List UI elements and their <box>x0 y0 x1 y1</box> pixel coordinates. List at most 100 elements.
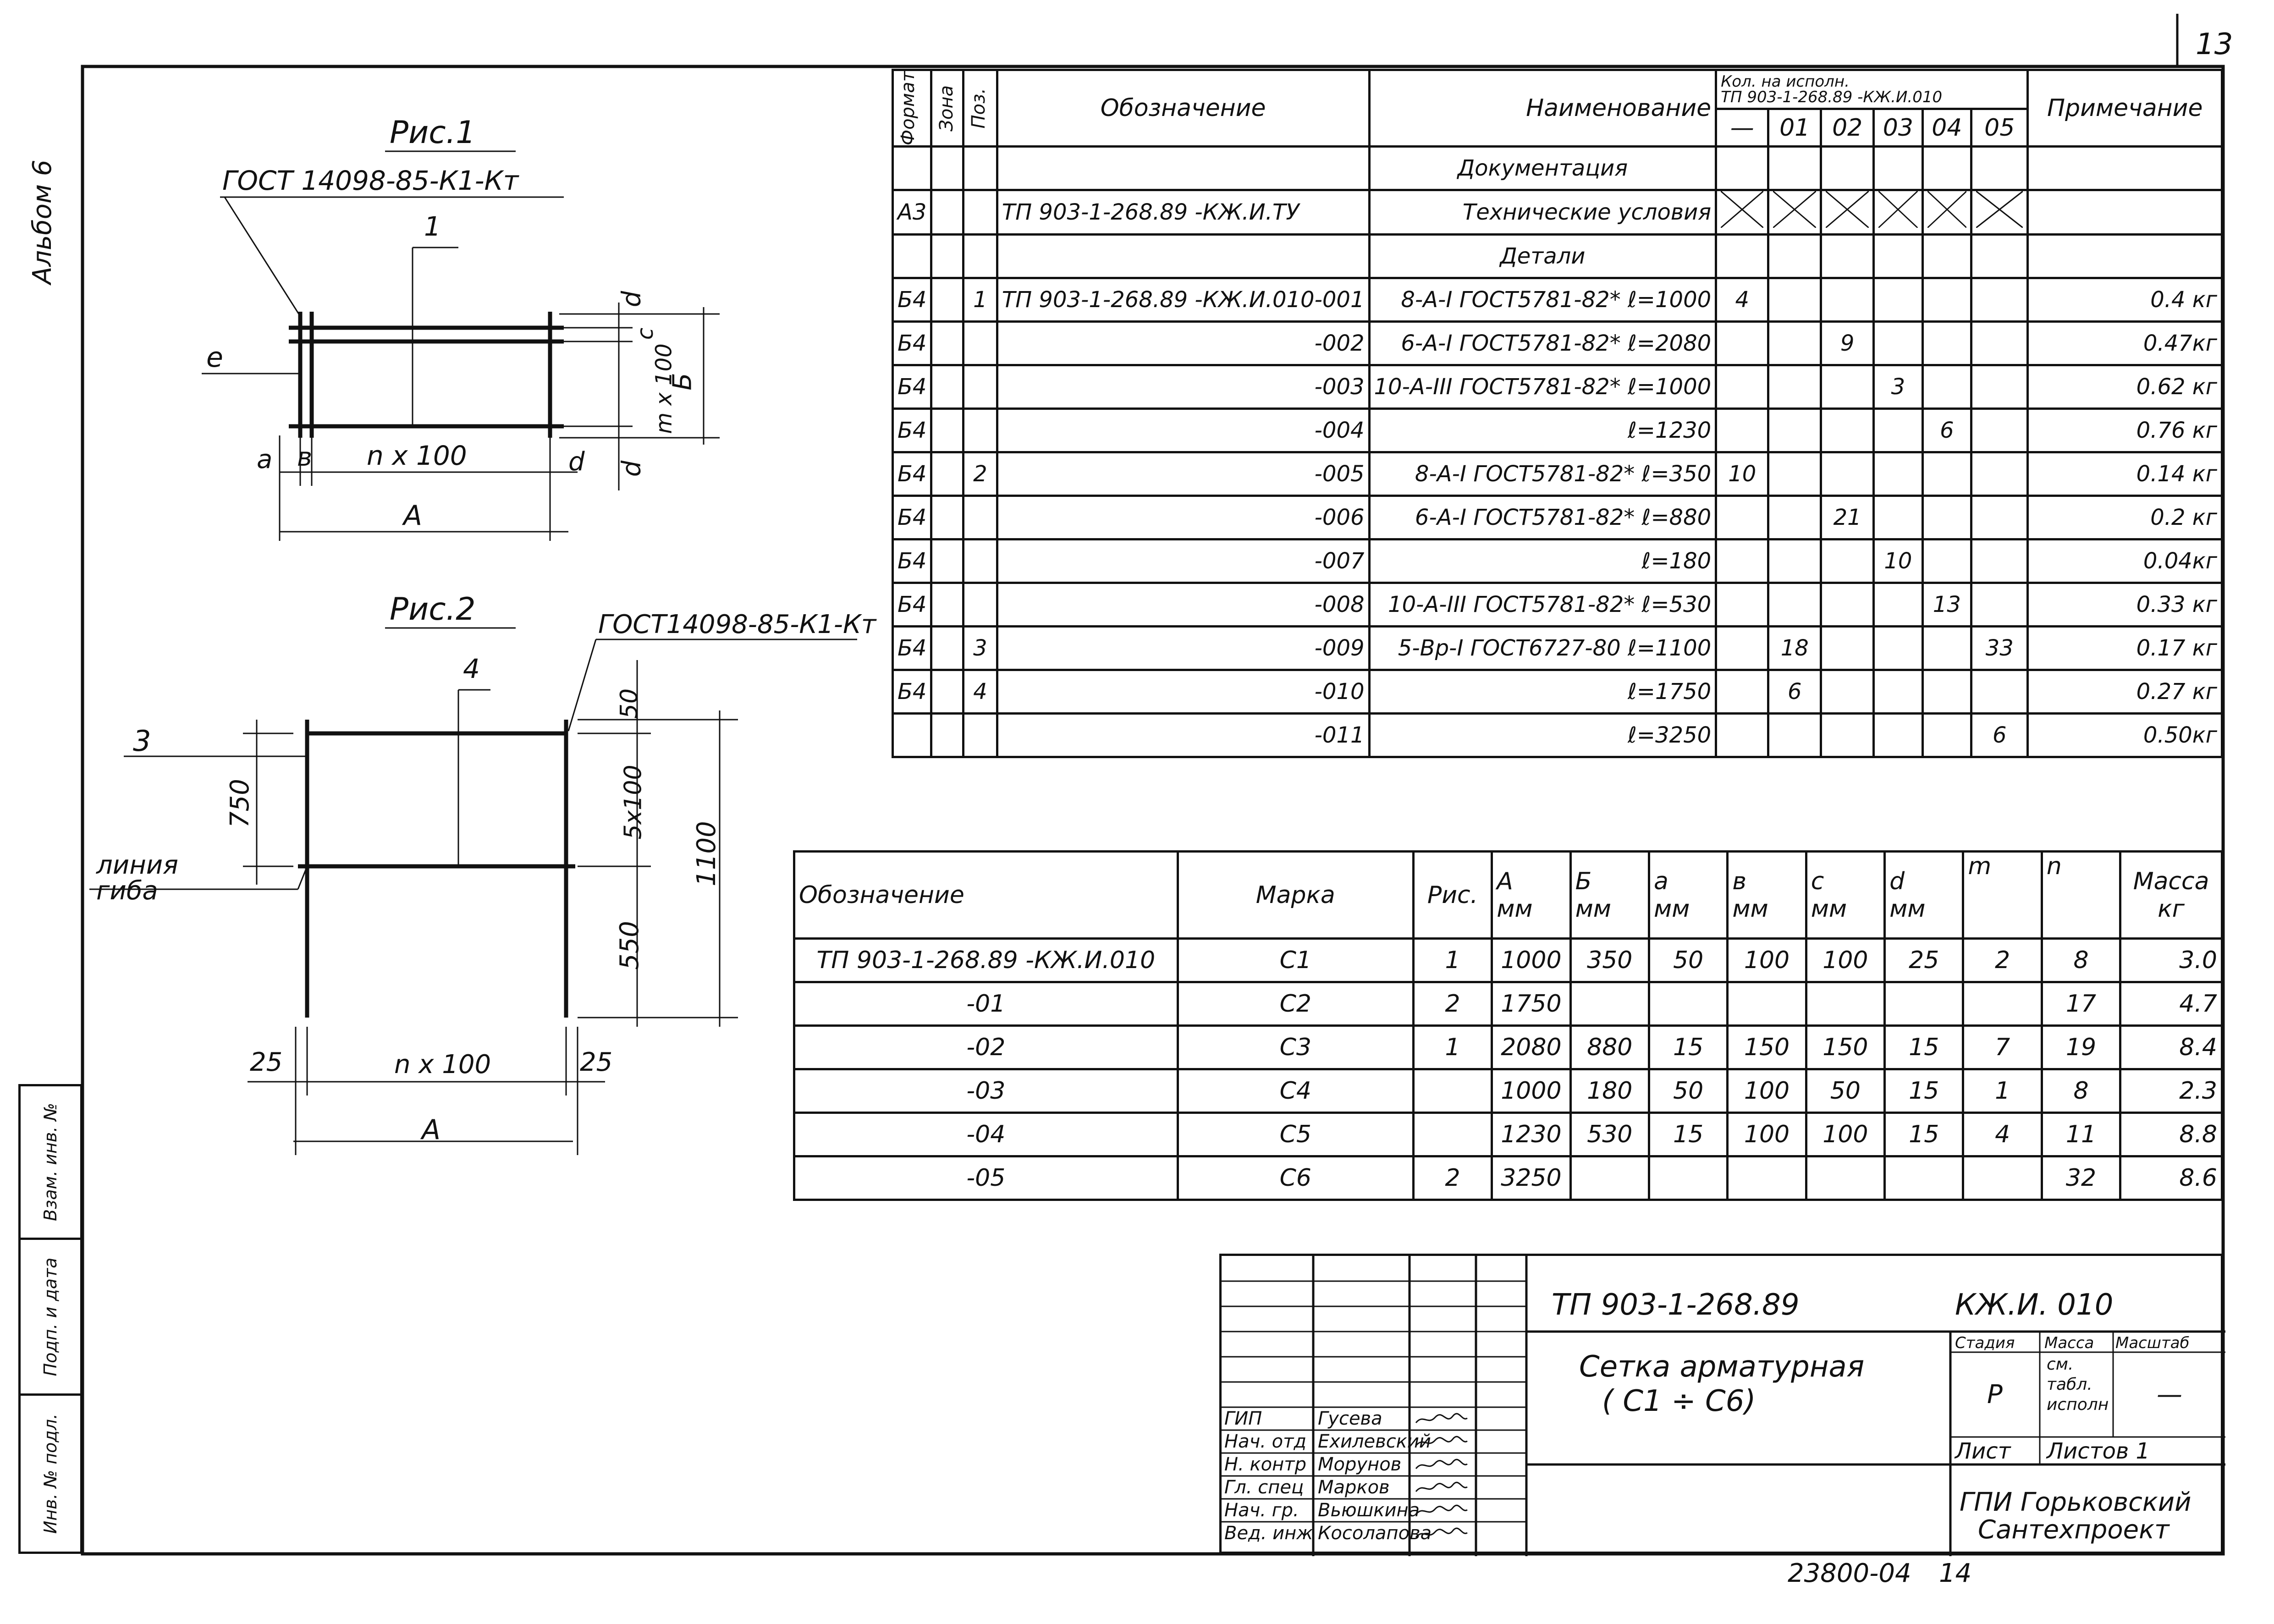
marks-B <box>1569 1155 1650 1201</box>
marks-mark: С6 <box>1176 1155 1415 1201</box>
marks-fig: 2 <box>1412 981 1493 1027</box>
marks-designation: -03 <box>793 1068 1179 1114</box>
spec-pos <box>962 320 998 367</box>
marks-mark: С4 <box>1176 1068 1415 1114</box>
spec-pos <box>962 189 998 236</box>
spec-qty <box>1970 407 2029 454</box>
spec-note: 0.27 кг <box>2026 669 2223 715</box>
tb-org-1: ГПИ Горьковский <box>1960 1487 2191 1517</box>
spec-designation: -011 <box>996 712 1371 759</box>
footer-code: 23800-04 <box>1788 1558 1911 1588</box>
spec-h-variant: 03 <box>1872 108 1924 148</box>
spec-designation <box>996 233 1371 280</box>
spec-qty <box>1872 233 1924 280</box>
tb-role: Гл. спец <box>1224 1477 1304 1498</box>
fig1-e: е <box>206 341 223 374</box>
marks-d: 15 <box>1883 1024 1965 1070</box>
marks-fig <box>1412 1068 1493 1114</box>
signature-scribble <box>1415 1504 1468 1515</box>
spec-qty <box>1767 233 1823 280</box>
tb-person-name: Вьюшкина <box>1318 1500 1420 1521</box>
marks-a <box>1647 981 1729 1027</box>
spec-qty <box>1767 320 1823 367</box>
spec-qty <box>1921 669 1973 715</box>
cross-mark <box>1825 192 1870 229</box>
spec-name: 8-А-I ГОСТ5781-82* ℓ=350 <box>1368 451 1718 497</box>
fig1-A: А <box>403 500 423 532</box>
marks-b: 100 <box>1726 1112 1807 1157</box>
fig1-d-bottom: d <box>617 460 647 477</box>
spec-qty: 33 <box>1970 625 2029 672</box>
spec-qty <box>1921 625 1973 672</box>
spec-qty <box>1715 538 1770 584</box>
marks-a: 15 <box>1647 1112 1729 1157</box>
cross-mark <box>1878 192 1918 229</box>
marks-m <box>1962 1155 2043 1201</box>
spec-h-variant: — <box>1715 108 1770 148</box>
spec-qty <box>1767 277 1823 323</box>
marks-d: 25 <box>1883 937 1965 983</box>
spec-name: 6-А-I ГОСТ5781-82* ℓ=880 <box>1368 495 1718 541</box>
marks-fig: 1 <box>1412 937 1493 983</box>
spec-note: 0.62 кг <box>2026 364 2223 410</box>
signature-scribble <box>1415 1413 1468 1424</box>
marks-B: 880 <box>1569 1024 1650 1070</box>
spec-pos <box>962 145 998 192</box>
spec-pos: 3 <box>962 625 998 672</box>
marks-A: 1000 <box>1491 937 1572 983</box>
tb-person-name: Морунов <box>1318 1454 1402 1475</box>
marks-m: 1 <box>1962 1068 2043 1114</box>
spec-qty <box>1820 189 1875 236</box>
spec-name: 10-А-III ГОСТ5781-82* ℓ=1000 <box>1368 364 1718 410</box>
spec-format: Б4 <box>891 495 933 541</box>
marks-A: 1000 <box>1491 1068 1572 1114</box>
marks-b <box>1726 981 1807 1027</box>
spec-qty <box>1715 233 1770 280</box>
spec-note <box>2026 189 2223 236</box>
spec-pos: 4 <box>962 669 998 715</box>
spec-qty <box>1970 320 2029 367</box>
spec-note: 0.47кг <box>2026 320 2223 367</box>
tb-role: Нач. отд <box>1224 1431 1307 1452</box>
marks-designation: -01 <box>793 981 1179 1027</box>
marks-mass: 4.7 <box>2119 981 2223 1027</box>
spec-name: 6-А-I ГОСТ5781-82* ℓ=2080 <box>1368 320 1718 367</box>
spec-designation: -002 <box>996 320 1371 367</box>
spec-qty <box>1921 451 1973 497</box>
spec-qty <box>1872 451 1924 497</box>
title-block-grid <box>1222 1256 2225 1556</box>
marks-mark: С5 <box>1176 1112 1415 1157</box>
spec-qty <box>1872 625 1924 672</box>
spec-name: 8-А-I ГОСТ5781-82* ℓ=1000 <box>1368 277 1718 323</box>
marks-b: 150 <box>1726 1024 1807 1070</box>
spec-qty <box>1767 538 1823 584</box>
spec-pos <box>962 582 998 628</box>
marks-a: 50 <box>1647 1068 1729 1114</box>
marks-a: 15 <box>1647 1024 1729 1070</box>
marks-a <box>1647 1155 1729 1201</box>
marks-A: 1230 <box>1491 1112 1572 1157</box>
spec-format: Б4 <box>891 364 933 410</box>
spec-table: Формат Зона Поз. Обозначение Наименовани… <box>891 68 2223 759</box>
marks-n: 11 <box>2040 1112 2122 1157</box>
spec-format: А3 <box>891 189 933 236</box>
spec-qty: 3 <box>1872 364 1924 410</box>
tb-mass-value: см. табл. исполн <box>2047 1355 2109 1414</box>
spec-qty <box>1970 277 2029 323</box>
tb-scale-label: Масштаб <box>2115 1334 2190 1352</box>
fig1-n100: n x 100 <box>367 440 467 471</box>
spec-qty <box>1820 364 1875 410</box>
spec-qty <box>1921 189 1973 236</box>
spec-note <box>2026 145 2223 192</box>
marks-fig: 2 <box>1412 1155 1493 1201</box>
spec-zone <box>930 277 964 323</box>
spec-qty <box>1872 189 1924 236</box>
marks-n: 17 <box>2040 981 2122 1027</box>
spec-h-pos: Поз. <box>962 68 998 148</box>
